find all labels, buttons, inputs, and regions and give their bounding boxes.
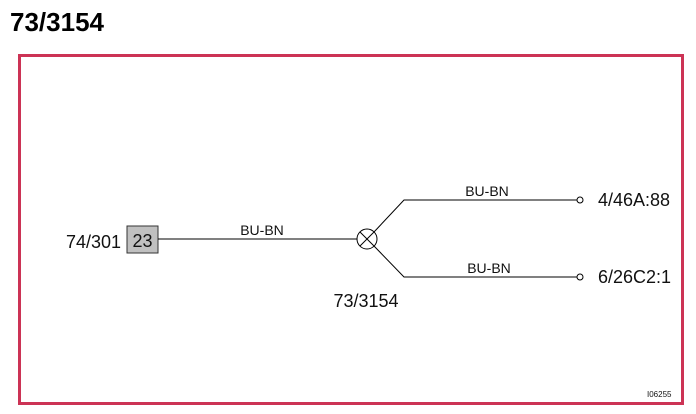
upper-wire-color-label: BU-BN <box>465 183 509 199</box>
source-connector-label: 74/301 <box>66 232 121 252</box>
terminal-circle-icon <box>576 273 584 281</box>
upper-destination-label: 4/46A:88 <box>598 190 670 210</box>
connector-pin-number: 23 <box>132 231 152 251</box>
wiring-diagram: 74/301 23 BU-BN 73/3154 BU-BN 4/46A:88 B… <box>66 183 672 399</box>
reference-code: I06255 <box>647 390 672 399</box>
lower-destination-label: 6/26C2:1 <box>598 267 671 287</box>
splice-label: 73/3154 <box>333 291 398 311</box>
terminal-circle-icon <box>576 196 584 204</box>
diagram-frame: 74/301 23 BU-BN 73/3154 BU-BN 4/46A:88 B… <box>18 54 684 405</box>
main-wire-color-label: BU-BN <box>240 222 284 238</box>
upper-branch-wire <box>373 199 577 233</box>
connector-pin-box <box>126 225 159 254</box>
lower-branch-wire <box>373 245 577 278</box>
page-title: 73/3154 <box>10 7 104 37</box>
splice-circle-cross-icon <box>356 228 378 250</box>
lower-wire-color-label: BU-BN <box>467 260 511 276</box>
